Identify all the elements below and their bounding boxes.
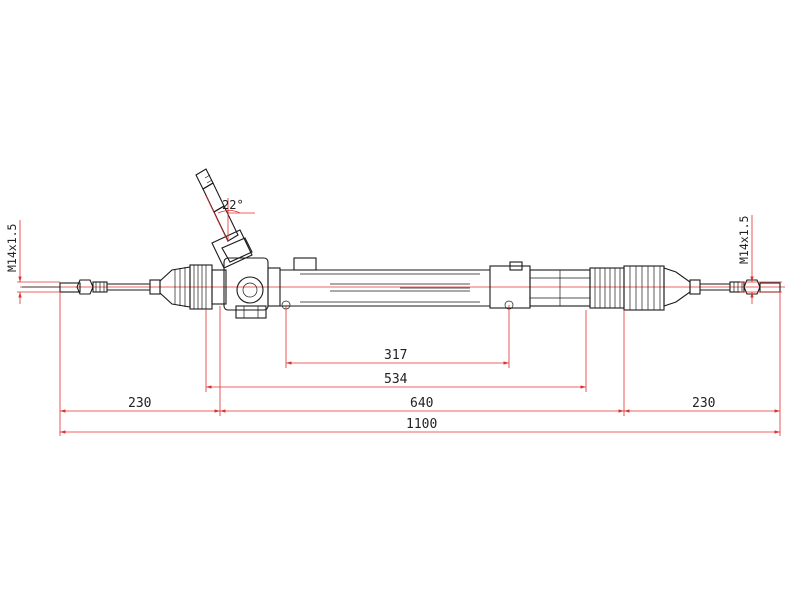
dimension-left-230-label: 230 <box>128 396 151 411</box>
left-thread-callout: M14x1.5 <box>5 220 60 304</box>
right-thread-label: M14x1.5 <box>737 216 751 264</box>
dimension-boot-span: 534 <box>205 309 587 392</box>
right-thread-callout: M14x1.5 <box>737 215 782 304</box>
dimension-1100-label: 1100 <box>406 417 437 432</box>
angle-callout: 22° <box>205 195 255 243</box>
right-bellows-boot <box>589 265 691 311</box>
dimension-534-label: 534 <box>384 372 408 387</box>
rack-tube <box>280 257 591 310</box>
dimension-right-230-label: 230 <box>692 396 715 411</box>
left-thread-label: M14x1.5 <box>5 224 19 272</box>
dimension-mount-spacing: 317 <box>285 305 510 368</box>
dimension-317-label: 317 <box>384 348 407 363</box>
pinion-housing <box>195 168 291 319</box>
angle-label: 22° <box>222 198 244 212</box>
left-bellows-boot <box>159 264 227 310</box>
dimension-segments: 230 640 230 <box>59 292 781 436</box>
dimension-overall: 1100 <box>59 417 780 434</box>
dimension-640-label: 640 <box>410 396 433 411</box>
